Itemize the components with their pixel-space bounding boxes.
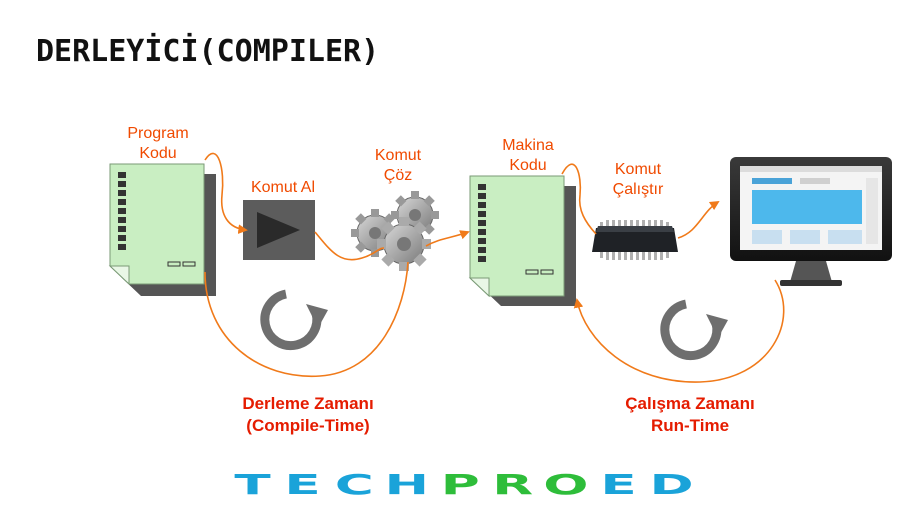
page-title: DERLEYİCİ(COMPILER) [36,34,380,69]
logo-letter: H [384,468,430,501]
flow-arrows [204,152,785,383]
machine-code-label: Makina Kodu [502,137,554,174]
logo-letter: E [600,468,638,501]
machine-code-document-icon [468,175,576,306]
decode-instruction-label: Komut Çöz [374,147,422,184]
compile-time-label: Derleme Zamanı (Compile-Time) [242,394,374,435]
logo-letter: C [334,468,374,501]
logo-letter: P [440,468,480,501]
compile-cycle-icon [260,289,328,350]
logo-letter: E [284,468,322,501]
execute-instruction-label: Komut Çalıştır [612,161,664,198]
chip-icon [592,220,678,260]
play-icon [243,200,315,260]
monitor-icon [730,157,892,286]
run-time-label: Çalışma Zamanı Run-Time [625,394,755,435]
program-code-label: Program Kodu [127,125,189,162]
logo-letter: D [649,468,694,501]
logo-letter: R [491,468,533,501]
logo-letter: O [543,468,589,501]
fetch-instruction-label: Komut Al [250,179,316,196]
runtime-cycle-icon [660,299,728,360]
program-code-document-icon [108,163,216,296]
gears-icon [351,191,439,271]
logo-letter: T [234,468,271,501]
techproed-logo: T E C H P R O E D [234,468,693,501]
